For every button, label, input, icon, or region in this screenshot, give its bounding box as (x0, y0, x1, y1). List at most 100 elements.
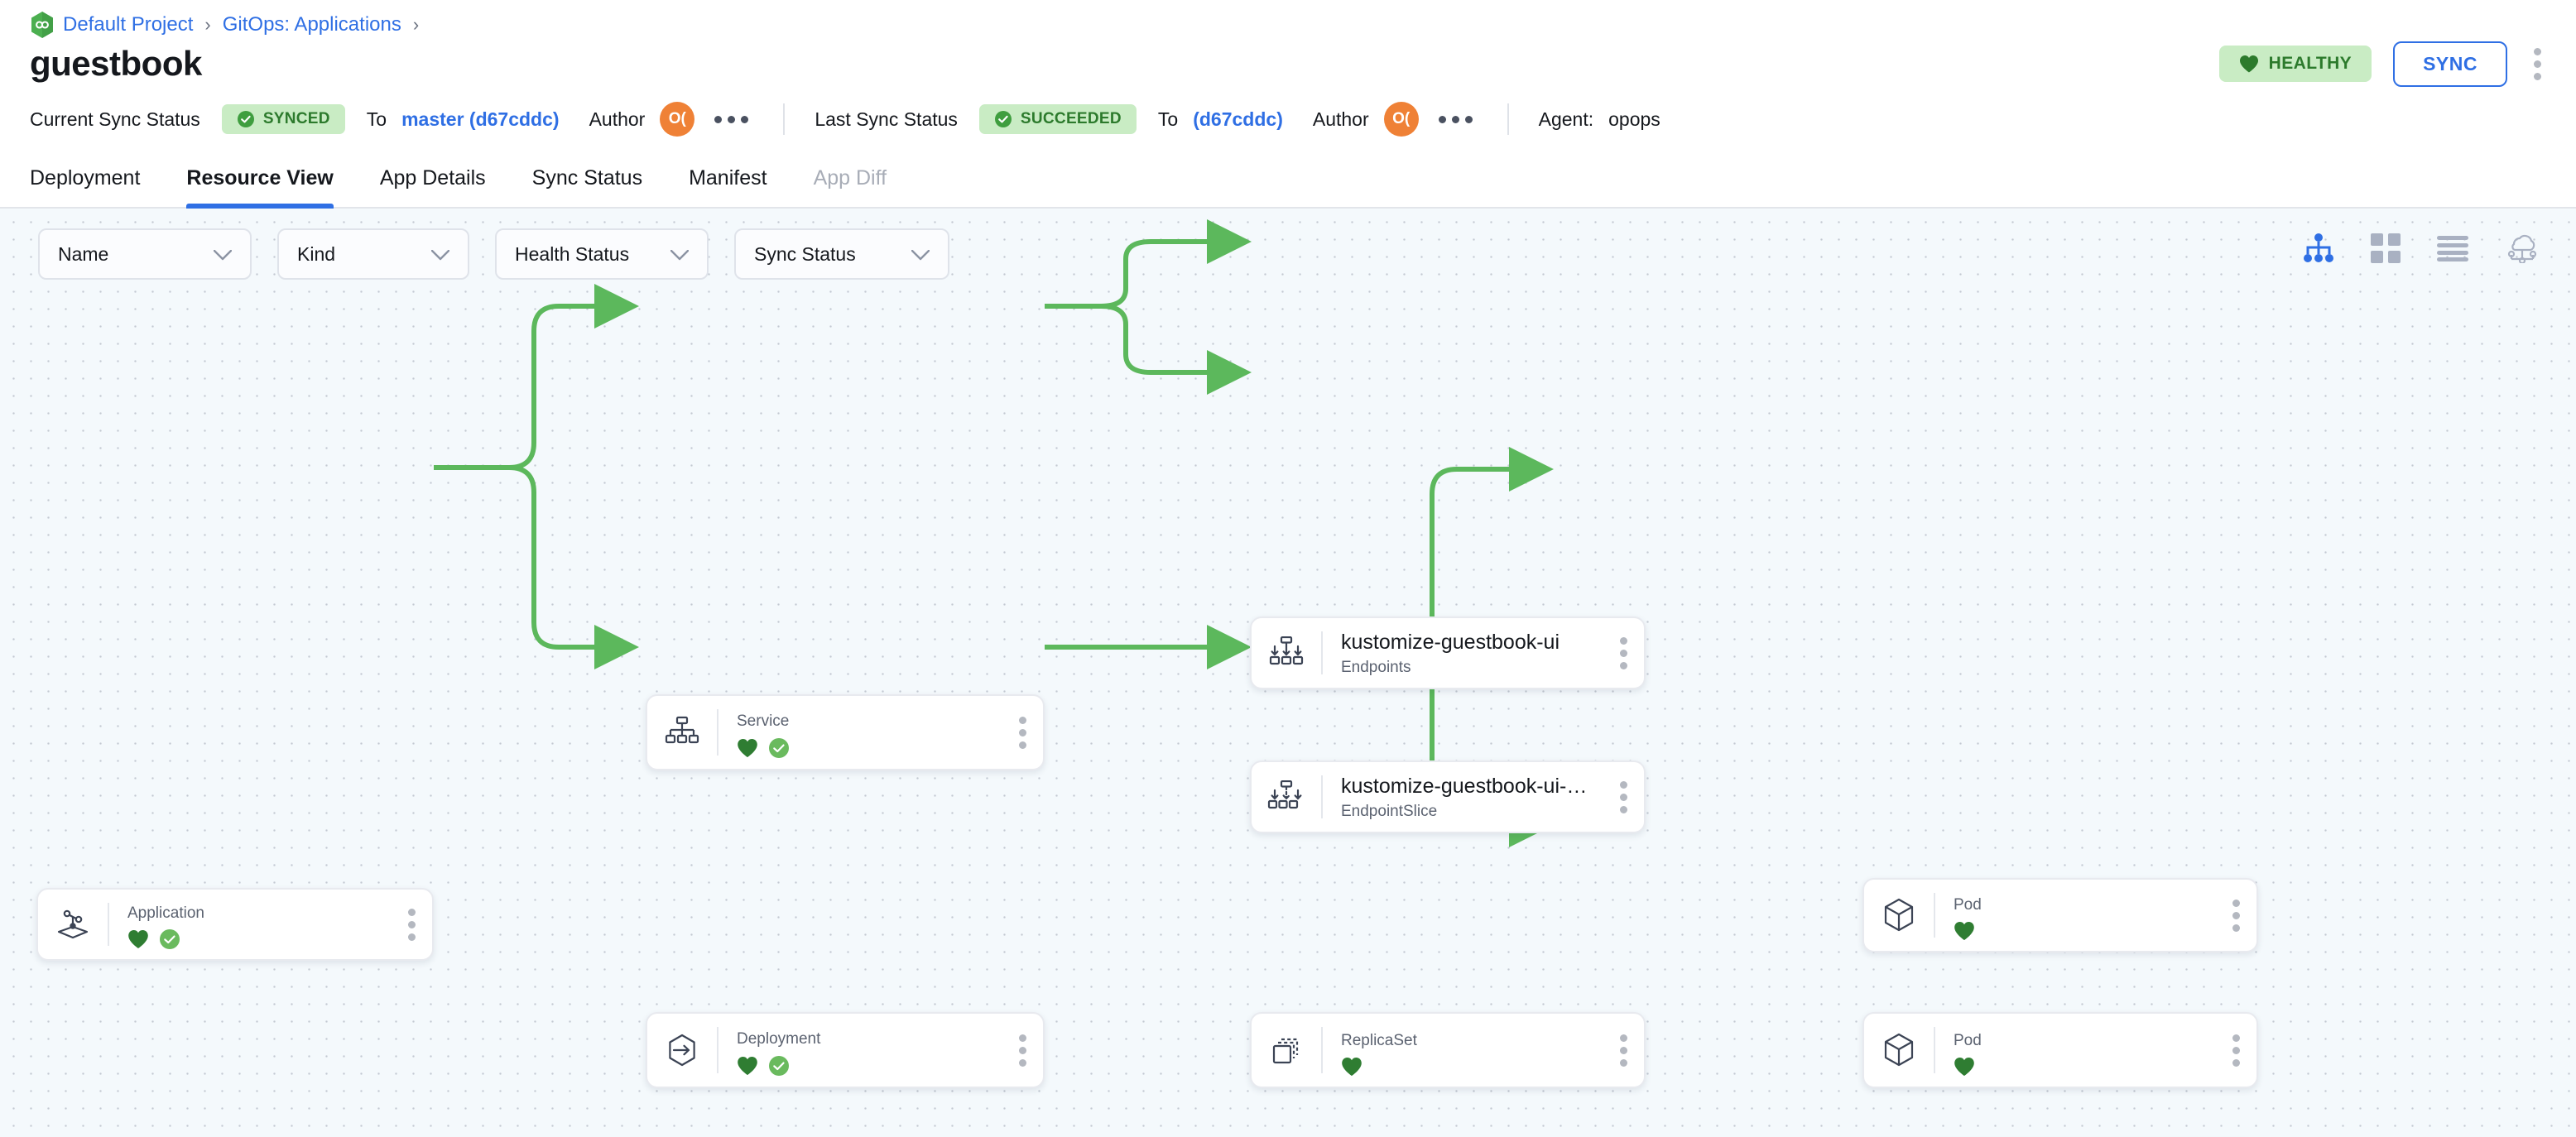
check-circle-icon (768, 737, 790, 759)
last-sync-overflow-icon[interactable] (1434, 109, 1478, 130)
last-author-label: Author (1312, 108, 1369, 130)
status-badge-health: HEALTHY (2218, 46, 2372, 82)
node-body: kustomize-guestbook-uiService (718, 696, 1002, 769)
breadcrumb-separator: › (204, 14, 211, 35)
filter-sync-status[interactable]: Sync Status (734, 228, 949, 280)
node-status-icons (1954, 921, 2215, 941)
node-divider (1934, 893, 1935, 938)
filter-name[interactable]: Name (38, 228, 252, 280)
filter-health-status[interactable]: Health Status (495, 228, 709, 280)
check-circle-icon (768, 1055, 790, 1077)
breadcrumb-separator-2: › (412, 14, 420, 35)
current-sync-status-badge: SYNCED (221, 104, 345, 134)
tab-sync-status[interactable]: Sync Status (531, 166, 643, 190)
graph-node-eps[interactable]: kustomize-guestbook-ui-…EndpointSlice (1250, 760, 1646, 833)
sync-button[interactable]: SYNC (2393, 41, 2507, 87)
chevron-down-icon (911, 243, 930, 266)
breadcrumb-item-project[interactable]: Default Project (63, 13, 194, 36)
graph-node-rs[interactable]: kustomize-guestbook-ui-…ReplicaSet (1250, 1012, 1646, 1088)
header-actions: HEALTHY SYNC (2218, 41, 2546, 87)
node-menu-kebab-icon[interactable] (391, 890, 432, 959)
grid-view-icon[interactable] (2371, 233, 2401, 267)
node-divider (1321, 1027, 1323, 1073)
list-view-icon[interactable] (2437, 235, 2468, 266)
tab-resource-view[interactable]: Resource View (163, 166, 356, 209)
last-sync-revision-link[interactable]: (d67cddc) (1193, 108, 1283, 130)
graph-node-pod2[interactable]: kustomize-guestbook-ui-… Pod (1862, 1012, 2258, 1088)
current-sync-status-label: Current Sync Status (30, 108, 200, 130)
tab-bar: Deployment Resource View App Details Sync S… (0, 149, 2576, 209)
tree-view-icon[interactable] (2303, 233, 2334, 267)
node-name: kustomize-guestbook-ui (737, 1025, 1002, 1027)
heart-icon (737, 738, 758, 758)
tab-app-details[interactable]: App Details (379, 166, 486, 190)
node-divider (717, 709, 718, 756)
current-sync-overflow-icon[interactable] (709, 109, 753, 130)
filter-label: Kind (297, 242, 336, 265)
graph-node-app[interactable]: guestbookApplication (36, 888, 434, 961)
node-body: kustomize-guestbook-ui-…ReplicaSet (1323, 1014, 1603, 1087)
node-body: guestbookApplication (109, 890, 391, 959)
filter-kind[interactable]: Kind (277, 228, 469, 280)
node-status-icons (737, 737, 1002, 759)
node-kind: Application (127, 904, 204, 922)
node-kind: EndpointSlice (1341, 803, 1438, 821)
application-icon (38, 890, 108, 959)
node-kind: Pod (1954, 1032, 1982, 1050)
avatar-2: O( (1383, 102, 1419, 137)
avatar: O( (660, 102, 695, 137)
pod-icon (1864, 1014, 1934, 1087)
graph-area: guestbookApplication kustomize-guestbook-… (0, 209, 2576, 1137)
last-sync-status-label: Last Sync Status (815, 108, 958, 130)
tab-manifest[interactable]: Manifest (689, 166, 767, 190)
tab-app-diff: App Diff (813, 166, 887, 190)
node-kind: Deployment (737, 1030, 821, 1048)
node-kind: Endpoints (1341, 659, 1411, 677)
node-name: kustomize-guestbook-ui-… (1954, 1025, 2215, 1028)
filter-label: Name (58, 242, 109, 265)
graph-node-deploy[interactable]: kustomize-guestbook-uiDeployment (646, 1012, 1045, 1088)
node-menu-kebab-icon[interactable] (1002, 696, 1043, 769)
kebab-vertical-icon[interactable] (2529, 43, 2546, 85)
node-divider (1934, 1027, 1935, 1073)
network-view-icon[interactable] (2505, 233, 2540, 267)
check-circle-icon (237, 110, 255, 128)
node-status-icons (1954, 1057, 2215, 1077)
node-divider (108, 903, 109, 946)
node-body: kustomize-guestbook-ui-…EndpointSlice (1323, 762, 1603, 832)
node-menu-kebab-icon[interactable] (2215, 880, 2256, 951)
service-icon (647, 696, 717, 769)
resource-graph-canvas[interactable]: Name Kind Health Status Sync Status (0, 209, 2576, 1137)
node-menu-kebab-icon[interactable] (1002, 1014, 1043, 1087)
node-status-icons (127, 928, 391, 950)
node-menu-kebab-icon[interactable] (1603, 618, 1644, 688)
node-menu-kebab-icon[interactable] (1603, 762, 1644, 832)
sync-status-strip: Current Sync Status SYNCED To master (d6… (0, 89, 2576, 149)
node-menu-kebab-icon[interactable] (1603, 1014, 1644, 1087)
breadcrumb-item-applications[interactable]: GitOps: Applications (222, 13, 401, 36)
heart-icon (2239, 55, 2259, 73)
node-status-icons (1341, 1057, 1603, 1077)
filter-bar: Name Kind Health Status Sync Status (38, 228, 949, 280)
view-toggle-group (2303, 233, 2540, 267)
heart-icon (127, 929, 149, 949)
current-sync-revision-link[interactable]: master (d67cddc) (401, 108, 560, 130)
check-circle-icon (159, 928, 180, 950)
chevron-down-icon (213, 243, 233, 266)
current-sync-status-value: SYNCED (262, 110, 330, 127)
graph-node-svc[interactable]: kustomize-guestbook-uiService (646, 694, 1045, 770)
divider-2 (1507, 103, 1509, 135)
deployment-icon (647, 1014, 717, 1087)
node-divider (717, 1027, 718, 1073)
node-name: kustomize-guestbook-ui-… (1341, 1025, 1603, 1028)
tab-deployment[interactable]: Deployment (30, 166, 141, 190)
graph-node-pod1[interactable]: kustomize-guestbook-ui-…Pod (1862, 878, 2258, 952)
agent-label: Agent: (1538, 108, 1594, 130)
heart-icon (1954, 921, 1975, 941)
health-badge-label: HEALTHY (2268, 54, 2353, 73)
node-menu-kebab-icon[interactable] (2215, 1014, 2256, 1087)
node-name: kustomize-guestbook-ui-… (1954, 891, 2215, 893)
